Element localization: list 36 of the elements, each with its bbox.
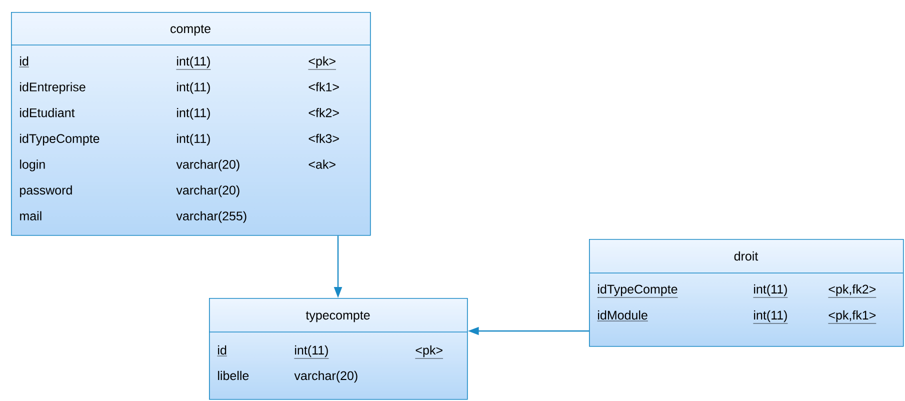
key-label: <pk>	[415, 345, 444, 359]
data-type: int(11)	[177, 82, 210, 94]
key-label: <fk2>	[308, 108, 339, 118]
key-label: <ak>	[308, 160, 336, 169]
data-type: int(11)	[177, 108, 210, 120]
table-title: droit	[734, 251, 758, 261]
data-type: varchar(20)	[294, 370, 358, 383]
column-name: idEntreprise	[20, 82, 86, 94]
table-box	[588, 238, 904, 347]
column-name: mail	[20, 211, 42, 220]
column-name: password	[20, 185, 72, 198]
table-title: typecompte	[306, 311, 370, 322]
column-name: libelle	[218, 370, 249, 380]
data-type: int(11)	[753, 310, 788, 324]
column-name: idEtudiant	[20, 108, 75, 118]
data-type: int(11)	[753, 284, 788, 298]
data-type: int(11)	[176, 56, 211, 70]
column-name: idModule	[597, 310, 648, 322]
key-label: <pk,fk1>	[828, 310, 876, 324]
column-name: idTypeCompte	[597, 284, 678, 298]
column-name: idTypeCompte	[20, 134, 100, 146]
column-name: id	[19, 56, 30, 68]
key-label: <pk>	[308, 56, 336, 70]
column-name: id	[217, 345, 228, 356]
key-label: <fk3>	[308, 134, 339, 144]
data-type: varchar(20)	[176, 160, 240, 172]
data-type: varchar(20)	[176, 185, 240, 198]
table-box	[10, 12, 371, 236]
table-title: compte	[170, 24, 210, 36]
data-type: varchar(255)	[176, 211, 246, 223]
key-label: <pk,fk2>	[828, 284, 876, 298]
column-name: login	[20, 160, 45, 172]
key-label: <fk1>	[308, 82, 339, 92]
data-type: int(11)	[294, 345, 329, 359]
table-box	[208, 298, 468, 400]
data-type: int(11)	[177, 134, 210, 146]
